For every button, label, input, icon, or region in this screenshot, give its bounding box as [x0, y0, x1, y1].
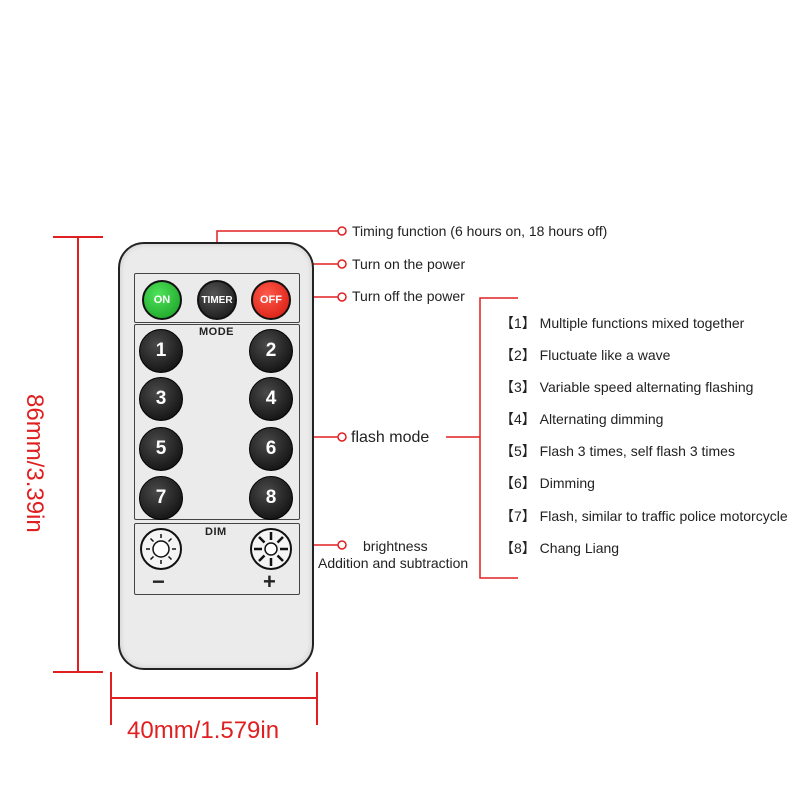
flash-mode-item: 【8】 Chang Liang: [500, 540, 620, 556]
mode-button-4[interactable]: 4: [249, 377, 293, 421]
flash-mode-item: 【2】 Fluctuate like a wave: [500, 347, 671, 363]
mode-button-5[interactable]: 5: [139, 427, 183, 471]
height-dimension-label: 86mm/3.39in: [21, 394, 48, 533]
flash-mode-annotation: flash mode: [351, 429, 430, 446]
on-annotation: Turn on the power: [352, 256, 466, 272]
mode-button-1[interactable]: 1: [139, 329, 183, 373]
dim-label: DIM: [205, 526, 227, 538]
dim-up-sun-icon[interactable]: [249, 527, 293, 571]
brightness-annotation: brightness: [363, 538, 428, 554]
on-button[interactable]: ON: [142, 280, 182, 320]
mode-button-7[interactable]: 7: [139, 476, 183, 520]
minus-sign: −: [152, 569, 165, 594]
timer-annotation: Timing function (6 hours on, 18 hours of…: [352, 223, 608, 239]
off-annotation: Turn off the power: [352, 288, 465, 304]
width-dimension-label: 40mm/1.579in: [127, 717, 280, 744]
mode-button-2[interactable]: 2: [249, 329, 293, 373]
plus-sign: +: [263, 569, 276, 594]
power-button-group: [134, 273, 300, 323]
dim-button-group: [134, 523, 300, 595]
mode-button-6[interactable]: 6: [249, 427, 293, 471]
brightness-annotation-line2: Addition and subtraction: [318, 555, 469, 571]
mode-button-8[interactable]: 8: [249, 476, 293, 520]
off-button[interactable]: OFF: [251, 280, 291, 320]
flash-mode-item: 【6】 Dimming: [500, 475, 595, 491]
flash-mode-item: 【1】 Multiple functions mixed together: [500, 315, 745, 331]
timer-button[interactable]: TIMER: [197, 280, 237, 320]
dim-down-sun-icon[interactable]: [139, 527, 183, 571]
mode-button-group: [134, 324, 300, 520]
flash-mode-item: 【5】 Flash 3 times, self flash 3 times: [500, 443, 735, 459]
flash-mode-item: 【3】 Variable speed alternating flashing: [500, 379, 754, 395]
flash-mode-item: 【4】 Alternating dimming: [500, 411, 664, 427]
flash-mode-item: 【7】 Flash, similar to traffic police mot…: [500, 508, 788, 524]
mode-button-3[interactable]: 3: [139, 377, 183, 421]
mode-label: MODE: [199, 326, 234, 338]
